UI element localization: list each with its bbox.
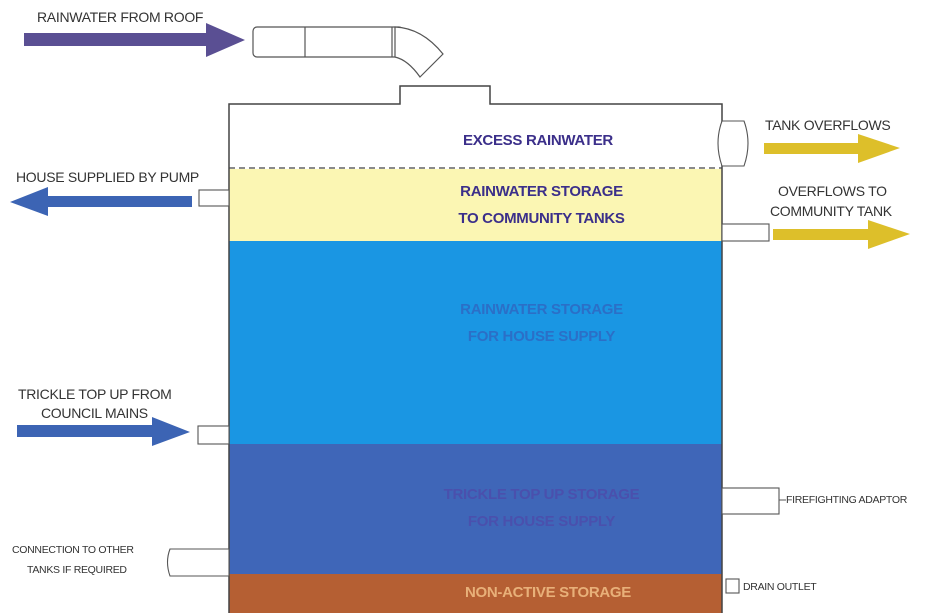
- drain-outlet-pipe: [725, 578, 740, 594]
- zone-label-non-active: NON-ACTIVE STORAGE: [229, 579, 867, 606]
- label-connection-line2: TANKS IF REQUIRED: [27, 564, 127, 576]
- roof-arrow: [24, 23, 245, 57]
- community-overflow-pipe: [721, 223, 770, 242]
- label-trickle-top-up-line2: COUNCIL MAINS: [41, 405, 148, 421]
- mains-inlet-pipe: [197, 425, 230, 445]
- trickle-storage-zone: [229, 444, 722, 574]
- mains-arrow: [17, 417, 190, 446]
- non-active-storage-zone: [229, 574, 722, 613]
- house-supply-zone: [229, 241, 722, 444]
- zone-house-line1: RAINWATER STORAGE: [460, 301, 623, 318]
- zone-trickle-line2: FOR HOUSE SUPPLY: [467, 513, 616, 530]
- roof-inlet-pipe: [252, 26, 444, 78]
- tank-outline: [228, 85, 723, 613]
- zone-community-line2: TO COMMUNITY TANKS: [458, 210, 625, 227]
- firefighting-adaptor-pipe: [721, 487, 780, 515]
- tank-overflow-pipe: [717, 120, 749, 167]
- community-overflow-arrow: [773, 220, 910, 249]
- zone-trickle-line1: TRICKLE TOP UP STORAGE: [443, 486, 640, 503]
- label-tank-overflows: TANK OVERFLOWS: [765, 117, 891, 133]
- label-trickle-top-up-line1: TRICKLE TOP UP FROM: [18, 386, 172, 402]
- pump-outlet-pipe: [198, 189, 230, 207]
- label-connection-line1: CONNECTION TO OTHER: [12, 544, 134, 556]
- label-overflows-line2: COMMUNITY TANK: [770, 203, 892, 219]
- zone-label-community: RAINWATER STORAGE TO COMMUNITY TANKS: [229, 178, 854, 232]
- zone-non-active-line1: NON-ACTIVE STORAGE: [464, 584, 631, 601]
- label-house-supplied-by-pump: HOUSE SUPPLIED BY PUMP: [16, 169, 199, 185]
- excess-rainwater-zone: [229, 104, 722, 169]
- zone-community-line1: RAINWATER STORAGE: [460, 183, 623, 200]
- label-overflows-line1: OVERFLOWS TO: [778, 183, 887, 199]
- zone-house-line2: FOR HOUSE SUPPLY: [467, 328, 616, 345]
- zone-label-trickle: TRICKLE TOP UP STORAGE FOR HOUSE SUPPLY: [229, 481, 854, 535]
- label-firefighting-adaptor: FIREFIGHTING ADAPTOR: [786, 494, 907, 506]
- tank-overflow-arrow: [764, 134, 900, 163]
- connection-pipe: [166, 548, 230, 577]
- zone-excess-line1: EXCESS RAINWATER: [463, 132, 613, 149]
- pump-arrow: [10, 187, 192, 216]
- zone-label-house: RAINWATER STORAGE FOR HOUSE SUPPLY: [229, 296, 854, 350]
- community-storage-zone: [229, 169, 722, 241]
- label-drain-outlet: DRAIN OUTLET: [743, 581, 817, 593]
- zone-label-excess: EXCESS RAINWATER: [229, 127, 847, 154]
- label-rainwater-from-roof: RAINWATER FROM ROOF: [37, 9, 204, 25]
